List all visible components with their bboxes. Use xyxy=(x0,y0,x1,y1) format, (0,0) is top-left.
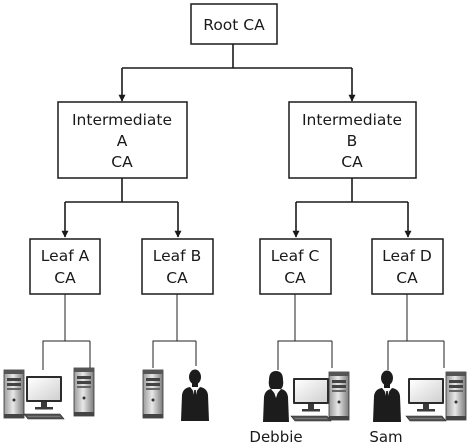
intermediate-a-line3: CA xyxy=(111,153,133,171)
computer-tower-icon xyxy=(142,369,164,419)
desktop-monitor-icon xyxy=(23,375,65,420)
leaf-b-endpoints xyxy=(142,294,209,421)
intermediate-b-ca-node: Intermediate B CA xyxy=(288,101,417,179)
intermediate-b-line2: B xyxy=(347,132,358,150)
desktop-monitor-icon xyxy=(405,377,447,422)
computer-tower-icon xyxy=(3,369,25,419)
intermediate-b-line1: Intermediate xyxy=(302,111,402,129)
desktop-monitor-icon xyxy=(290,377,332,422)
leaf-c-line2: CA xyxy=(284,269,306,287)
leaf-d-ca-node: Leaf D CA xyxy=(371,238,444,295)
intermediate-a-line1: Intermediate xyxy=(72,111,172,129)
debbie-caption: Debbie xyxy=(249,428,302,446)
leaf-b-line2: CA xyxy=(166,269,188,287)
woman-person-icon xyxy=(263,371,289,422)
leaf-a-line1: Leaf A xyxy=(41,247,90,265)
intermediate-a-ca-node: Intermediate A CA xyxy=(57,101,188,179)
root-ca-label: Root CA xyxy=(203,16,265,34)
intermediate-a-line2: A xyxy=(117,132,128,150)
leaf-d-line1: Leaf D xyxy=(382,247,432,265)
leaf-a-ca-node: Leaf A CA xyxy=(29,238,101,295)
leaf-c-line1: Leaf C xyxy=(271,247,320,265)
leaf-b-ca-node: Leaf B CA xyxy=(141,238,214,295)
leaf-a-endpoints xyxy=(3,294,95,420)
man-person-icon xyxy=(373,370,401,422)
intermediate-b-connectors xyxy=(292,178,412,238)
leaf-c-endpoints: Debbie xyxy=(249,294,350,446)
leaf-a-line2: CA xyxy=(54,269,76,287)
computer-tower-icon xyxy=(73,367,95,417)
computer-tower-icon xyxy=(445,371,467,421)
leaf-c-ca-node: Leaf C CA xyxy=(259,238,332,295)
leaf-b-line1: Leaf B xyxy=(153,247,201,265)
root-connectors xyxy=(118,44,356,102)
man-person-icon xyxy=(181,369,209,421)
intermediate-b-line3: CA xyxy=(341,153,363,171)
sam-caption: Sam xyxy=(369,428,402,446)
computer-tower-icon xyxy=(328,371,350,421)
root-ca-node: Root CA xyxy=(190,3,278,45)
intermediate-a-connectors xyxy=(61,178,182,238)
leaf-d-endpoints: Sam xyxy=(369,294,467,446)
leaf-d-line2: CA xyxy=(396,269,418,287)
